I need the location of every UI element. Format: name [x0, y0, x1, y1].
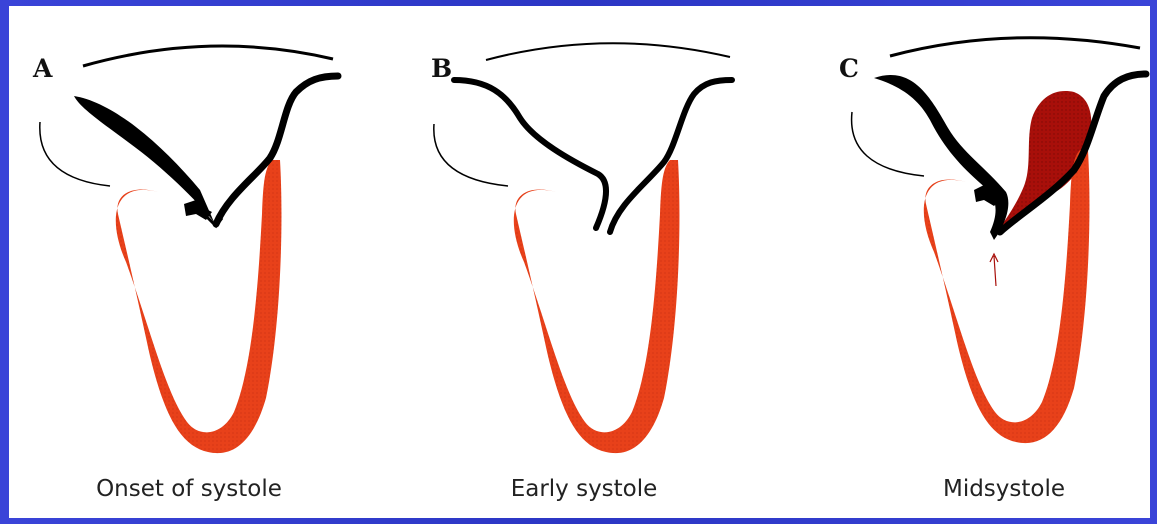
- annulus-arc-b: [486, 43, 730, 60]
- diagram-panel: A B C Onset of systole Early systole Mid…: [9, 6, 1150, 518]
- atrial-wall-b: [434, 124, 508, 186]
- caption-onset-of-systole: Onset of systole: [49, 476, 329, 502]
- caption-early-systole: Early systole: [444, 476, 724, 502]
- posterior-leaflet-b: [454, 80, 606, 228]
- systole-diagram: [9, 6, 1150, 518]
- posterior-leaflet-c: [874, 75, 1008, 240]
- panel-label-c: C: [839, 54, 859, 83]
- annulus-arc-c: [890, 38, 1140, 56]
- panel-label-a: A: [33, 54, 52, 83]
- atrial-wall-c: [852, 112, 924, 176]
- heart-drawing-b: [434, 43, 732, 453]
- panel-label-b: B: [431, 54, 452, 83]
- heart-drawing-a: [40, 46, 338, 453]
- annulus-arc-a: [83, 46, 333, 66]
- backflow-arrow-c: [990, 254, 998, 286]
- ventricle-wall-b: [514, 160, 680, 453]
- heart-drawing-c: [852, 38, 1146, 443]
- atrial-wall-a: [40, 122, 110, 186]
- caption-midsystole: Midsystole: [864, 476, 1144, 502]
